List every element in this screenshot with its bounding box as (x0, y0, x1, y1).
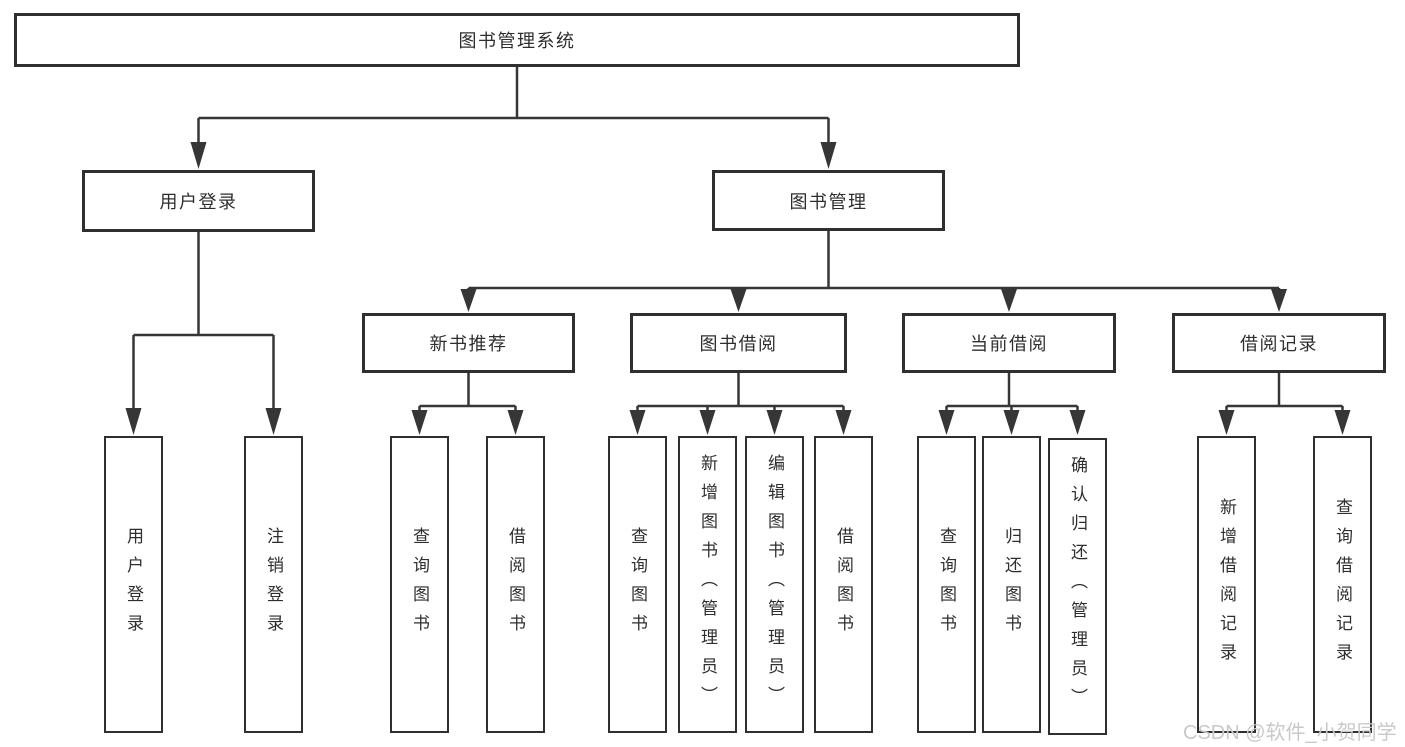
node-logout: 注销登录 (244, 436, 303, 733)
node-login: 用户登录 (104, 436, 163, 733)
node-query-borrow-record: 查询借阅记录 (1313, 436, 1372, 733)
node-add-borrow-record: 新增借阅记录 (1197, 436, 1256, 733)
node-borrow-records: 借阅记录 (1172, 313, 1386, 373)
node-root: 图书管理系统 (14, 13, 1020, 67)
watermark: CSDN @软件_小贺同学 (1183, 722, 1397, 744)
arrowheads (125, 142, 1351, 435)
node-book-management: 图书管理 (712, 170, 945, 231)
node-query-books-recommend: 查询图书 (390, 436, 449, 733)
node-borrow-books-recommend: 借阅图书 (486, 436, 545, 733)
node-return-book: 归还图书 (982, 436, 1041, 733)
node-book-borrow: 图书借阅 (630, 313, 847, 373)
node-user-login: 用户登录 (82, 170, 315, 232)
node-query-books-current: 查询图书 (917, 436, 976, 733)
node-query-books-borrow: 查询图书 (608, 436, 667, 733)
node-borrow-books-leaf: 借阅图书 (814, 436, 873, 733)
node-current-borrow: 当前借阅 (902, 313, 1116, 373)
node-edit-book-admin: 编辑图书（管理员） (745, 436, 804, 733)
node-new-book-recommend: 新书推荐 (362, 313, 575, 373)
node-add-book-admin: 新增图书（管理员） (678, 436, 737, 733)
node-confirm-return-admin: 确认归还（管理员） (1048, 438, 1107, 735)
